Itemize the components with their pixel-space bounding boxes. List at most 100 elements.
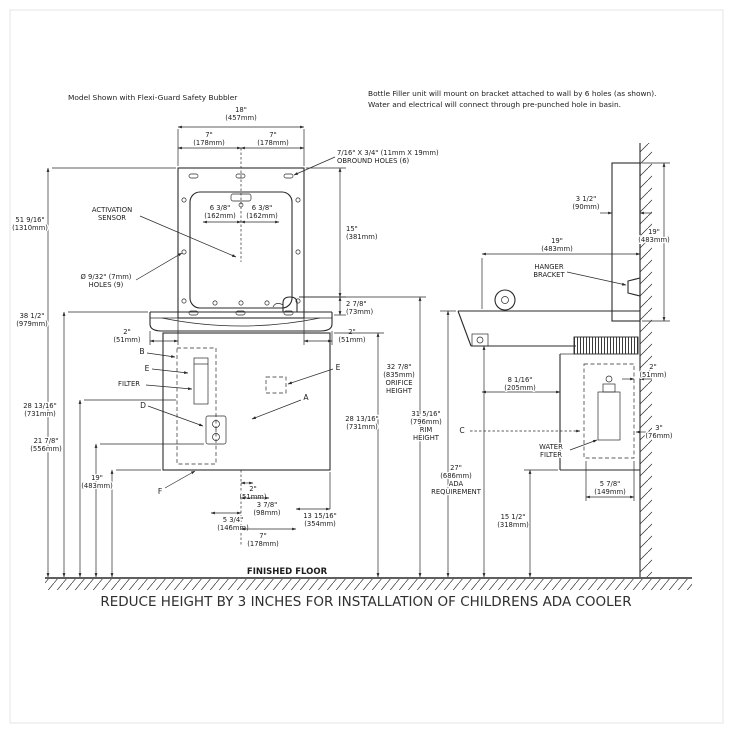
dim-19-in: 19" <box>91 474 103 482</box>
callout-obround-2: OBROUND HOLES (6) <box>337 157 410 165</box>
dim-b7-mm: (178mm) <box>247 540 279 548</box>
dim-15in: 15" <box>346 225 358 233</box>
note-mount-line1: Bottle Filler unit will mount on bracket… <box>368 89 656 98</box>
water-filter-cartridge <box>597 375 621 441</box>
dim-rim-in: 31 5/16" <box>411 410 440 418</box>
dim-2r-mm: (51mm) <box>338 336 366 344</box>
dim-2l-mm: (51mm) <box>113 336 141 344</box>
dim-638r-in: 6 3/8" <box>252 204 273 212</box>
front-view <box>149 148 333 471</box>
dim-7r-in: 7" <box>269 131 276 139</box>
dim-51916-mm: (1310mm) <box>12 224 48 232</box>
note-mount-line2: Water and electrical will connect throug… <box>368 100 621 109</box>
dim-d2-in: 2" <box>649 363 656 371</box>
callout-sensor-1: ACTIVATION <box>92 206 132 214</box>
dim-1512-in: 15 1/2" <box>501 513 526 521</box>
dim-2l-in: 2" <box>123 328 130 336</box>
dim-ada-l4: REQUIREMENT <box>431 488 482 496</box>
dim-orifice-in: 32 7/8" <box>387 363 412 371</box>
dim-281316r-in: 28 13/16" <box>345 415 379 423</box>
dim-b378-mm: (98mm) <box>253 509 281 517</box>
note-model: Model Shown with Flexi-Guard Safety Bubb… <box>68 93 238 102</box>
floor: FINISHED FLOOR <box>45 567 692 590</box>
cooler-side-profile <box>457 310 640 471</box>
callout-holes-1: Ø 9/32" (7mm) <box>81 273 132 281</box>
notes: Model Shown with Flexi-Guard Safety Bubb… <box>68 89 656 109</box>
callout-obround-1: 7/16" X 3/4" (11mm X 19mm) <box>337 149 439 157</box>
cabinet <box>162 332 331 471</box>
dim-3812-in: 38 1/2" <box>20 312 45 320</box>
dim-15mm: (381mm) <box>346 233 378 241</box>
dim-19-mm: (483mm) <box>81 482 113 490</box>
callout-wf-2: FILTER <box>540 451 562 459</box>
caption: REDUCE HEIGHT BY 3 INCHES FOR INSTALLATI… <box>100 594 631 610</box>
dim-7l-in: 7" <box>205 131 212 139</box>
dim-312-in: 3 1/2" <box>576 195 597 203</box>
dim-rim-l4: HEIGHT <box>413 434 440 442</box>
louver-grille <box>573 336 639 355</box>
dim-2178-mm: (556mm) <box>30 445 62 453</box>
bubbler <box>272 296 298 312</box>
dim-278mm: (73mm) <box>346 308 374 316</box>
callout-filter: FILTER <box>118 380 140 388</box>
dim-b131516-mm: (354mm) <box>304 520 336 528</box>
dim-638l-mm: (162mm) <box>204 212 236 220</box>
callout-C: C <box>459 426 464 435</box>
activation-sensor <box>230 148 252 262</box>
water-filter-compartment <box>583 363 635 459</box>
obround-holes <box>188 173 294 316</box>
dim-d19-mm: (483mm) <box>541 245 573 253</box>
dim-b534-mm: (146mm) <box>217 524 249 532</box>
receptacle <box>205 415 227 445</box>
dim-b2-in: 2" <box>249 485 256 493</box>
dim-578-mm: (149mm) <box>594 488 626 496</box>
callout-wf-1: WATER <box>539 443 563 451</box>
callout-D: D <box>140 401 146 410</box>
dim-orifice-mm: (835mm) <box>383 371 415 379</box>
basin <box>149 311 333 332</box>
dim-8116-mm: (205mm) <box>504 384 536 392</box>
round-holes <box>181 197 301 306</box>
dim-orifice-l3: ORIFICE <box>385 379 412 387</box>
dim-8116-in: 8 1/16" <box>508 376 533 384</box>
dim-312-mm: (90mm) <box>572 203 600 211</box>
page-border <box>9 9 724 724</box>
bubbler-side-inner <box>501 296 509 304</box>
callout-hanger-2: BRACKET <box>533 271 565 279</box>
dim-d3-mm: (76mm) <box>645 432 673 440</box>
dim-1512-mm: (318mm) <box>497 521 529 529</box>
dim-638l-in: 6 3/8" <box>210 204 231 212</box>
dim-b7-in: 7" <box>259 532 266 540</box>
dim-ada-in: 27" <box>450 464 462 472</box>
dim-2178-in: 21 7/8" <box>34 437 59 445</box>
dim-ada-mm: (686mm) <box>440 472 472 480</box>
dim-3812-mm: (979mm) <box>16 320 48 328</box>
side-view <box>457 143 652 577</box>
bubbler-side <box>494 289 516 311</box>
floor-hatch <box>45 579 692 590</box>
wall-hatch <box>640 143 652 577</box>
panel-side <box>611 162 641 322</box>
dim-d2-mm: (51mm) <box>639 371 667 379</box>
dim-281316l-in: 28 13/16" <box>23 402 57 410</box>
drain-detail <box>265 376 287 394</box>
side-dimensions: 3 1/2" (90mm) 19" (483mm) 19" (483mm) HA… <box>409 162 674 578</box>
dim-orifice-l4: HEIGHT <box>386 387 413 395</box>
dim-281316l-mm: (731mm) <box>24 410 56 418</box>
dim-18in: 18" <box>235 106 247 114</box>
dim-d19-in: 19" <box>551 237 563 245</box>
dim-v19-mm: (483mm) <box>638 236 670 244</box>
callout-sensor-2: SENSOR <box>98 214 126 222</box>
front-dimensions: 18" (457mm) 7" (178mm) 7" (178mm) 7/16" … <box>11 105 440 578</box>
dim-d3-in: 3" <box>655 424 662 432</box>
dim-ada-l3: ADA <box>449 480 464 488</box>
callout-E-left: E <box>145 364 150 373</box>
dim-578-in: 5 7/8" <box>600 480 621 488</box>
dim-2r-in: 2" <box>348 328 355 336</box>
hanger-bracket-shape <box>627 277 641 297</box>
dim-7r-mm: (178mm) <box>257 139 289 147</box>
dim-rim-l3: RIM <box>420 426 433 434</box>
callout-holes-2: HOLES (9) <box>89 281 124 289</box>
